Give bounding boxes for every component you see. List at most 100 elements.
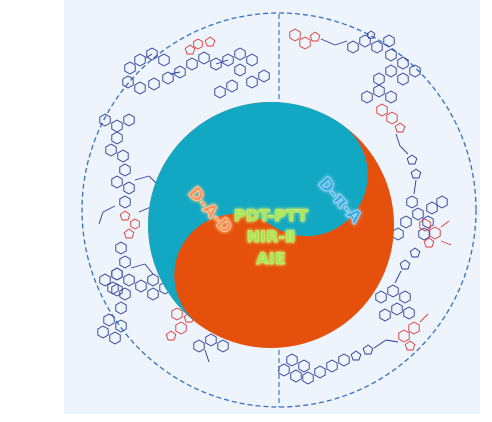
molecule-ring: [210, 57, 222, 71]
molecule-ring: [338, 353, 350, 367]
molecule-ring: [371, 40, 383, 54]
molecule-ring: [314, 365, 326, 379]
molecule-ring: [97, 325, 109, 339]
molecule-bond: [413, 179, 417, 195]
molecule-ring: [147, 287, 159, 301]
molecule-bond: [134, 175, 150, 181]
molecule-ring: [408, 321, 420, 335]
molecule-ring: [399, 290, 411, 304]
molecule-ring: [162, 71, 174, 85]
molecule-ring: [386, 111, 398, 125]
molecule-bond: [130, 263, 146, 269]
center-line-3: AIE: [256, 249, 285, 268]
molecule-ring: [410, 168, 422, 179]
molecule-ring: [385, 48, 397, 62]
yin-dot: [289, 157, 324, 192]
molecule-bond: [440, 240, 452, 246]
molecule-bond: [394, 270, 402, 284]
molecule-ring: [383, 34, 395, 48]
molecule-ring: [123, 273, 135, 287]
center-line-1: PDT-PTT: [234, 206, 308, 225]
molecule-ring: [278, 363, 290, 377]
molecule-ring: [326, 359, 338, 373]
molecule-ring: [234, 47, 246, 61]
molecule-ring: [99, 113, 111, 127]
molecule-ring: [123, 113, 135, 127]
molecule-ring: [134, 53, 146, 67]
molecule-bond: [440, 220, 450, 228]
molecule-ring: [385, 90, 397, 104]
molecule-ring: [147, 273, 159, 287]
molecule-ring: [123, 181, 135, 195]
molecule-ring: [373, 84, 385, 98]
molecule-ring: [409, 247, 421, 258]
molecule-bond: [320, 38, 336, 46]
molecule-ring: [403, 306, 415, 320]
molecule-ring: [418, 227, 430, 241]
molecule-ring: [286, 353, 298, 367]
molecule-bond: [373, 339, 387, 349]
molecule-ring: [362, 344, 374, 355]
molecule-ring: [406, 154, 418, 165]
molecule-ring: [289, 28, 301, 42]
molecule-ring: [258, 69, 270, 83]
molecule-top-left: [122, 36, 270, 99]
molecule-bond: [145, 53, 153, 59]
molecule-ring: [193, 339, 205, 353]
molecule-ring: [135, 279, 147, 293]
molecule-ring: [290, 369, 302, 383]
molecule-ring: [347, 40, 359, 54]
molecule-bond: [215, 59, 229, 65]
molecule-ring: [429, 226, 441, 240]
molecule-bond: [169, 71, 181, 75]
molecule-ring: [111, 131, 123, 145]
molecule-bond: [102, 205, 116, 213]
molecule-ring: [119, 255, 131, 269]
molecule-ring: [158, 53, 170, 67]
molecule-bond: [399, 145, 409, 155]
molecule-ring: [391, 302, 403, 316]
molecule-ring: [406, 195, 418, 209]
molecule-ring: [246, 75, 258, 89]
molecule-ring: [412, 207, 424, 221]
molecule-ring: [148, 77, 160, 91]
molecule-ring: [184, 44, 196, 55]
molecule-ring: [302, 371, 314, 385]
molecule-ring: [398, 329, 410, 343]
molecule-ring: [134, 81, 146, 95]
molecule-ring: [409, 64, 421, 78]
yin-yang-icon: [148, 102, 394, 348]
molecule-ring: [115, 319, 127, 333]
molecule-bond: [385, 339, 399, 343]
molecule-right-lower: [375, 218, 452, 322]
molecule-ring: [299, 36, 311, 50]
molecule-ring: [115, 301, 127, 315]
molecule-ring: [226, 79, 238, 93]
molecule-bond: [395, 133, 401, 147]
molecule-bond: [98, 211, 104, 225]
molecule-ring: [376, 103, 388, 117]
molecule-ring: [122, 75, 134, 89]
molecule-ring: [205, 333, 217, 347]
molecule-ring: [419, 218, 431, 232]
molecule-ring: [103, 313, 115, 327]
molecule-ring: [375, 290, 387, 304]
molecule-ring: [105, 143, 117, 157]
molecule-ring: [214, 85, 226, 99]
molecule-ring: [397, 72, 409, 86]
molecule-ring: [111, 175, 123, 189]
molecule-ring: [246, 53, 258, 67]
molecule-ring: [422, 215, 434, 229]
molecule-top-right: [289, 28, 421, 104]
molecule-ring: [404, 340, 416, 351]
molecule-ring: [119, 195, 131, 209]
yin-half: [148, 102, 368, 326]
molecule-ring: [394, 122, 406, 133]
yang-dot: [218, 258, 253, 293]
molecule-ring: [198, 51, 210, 65]
molecule-ring: [111, 267, 123, 281]
molecule-ring: [193, 38, 203, 50]
molecule-ring: [361, 90, 373, 104]
molecule-ring: [124, 61, 136, 75]
molecule-bottom-right: [278, 313, 429, 385]
